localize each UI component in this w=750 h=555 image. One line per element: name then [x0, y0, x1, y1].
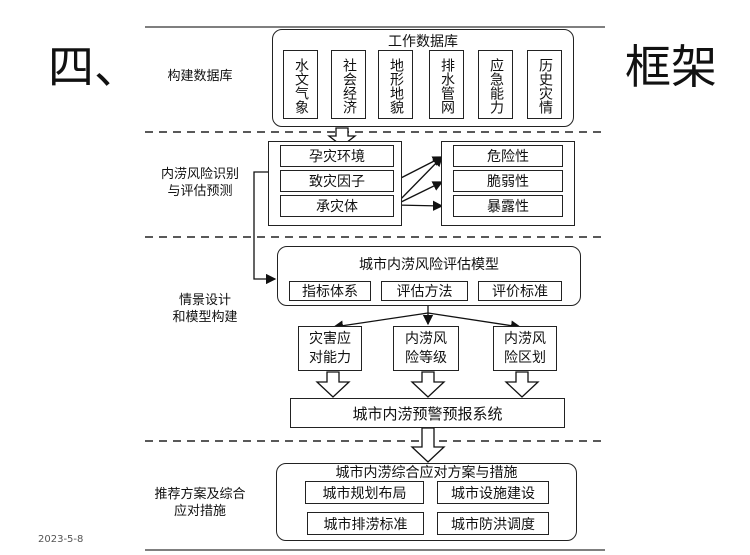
hollow-arrow-3 — [410, 371, 446, 398]
heading-right: 框架 — [625, 40, 717, 94]
slide-date: 2023-5-8 — [38, 534, 84, 545]
model-item: 评价标准 — [478, 281, 562, 301]
measure-box: 城市防洪调度 — [437, 512, 549, 535]
heading-left: 四、 — [48, 40, 140, 94]
database-item: 地形地貌 — [378, 50, 413, 119]
database-item: 排水管网 — [429, 50, 464, 119]
hollow-arrow-2 — [315, 371, 351, 398]
output-box: 内涝风 险等级 — [393, 326, 459, 371]
database-item: 水文气象 — [283, 50, 318, 119]
hollow-arrow-4 — [504, 371, 540, 398]
model-title: 城市内涝风险评估模型 — [359, 257, 499, 273]
measures-title: 城市内涝综合应对方案与措施 — [335, 465, 518, 481]
database-item: 应急能力 — [478, 50, 513, 119]
model-item: 指标体系 — [289, 281, 371, 301]
output-box: 灾害应 对能力 — [298, 326, 362, 371]
measure-box: 城市规划布局 — [305, 481, 424, 504]
factor-box: 承灾体 — [280, 195, 394, 217]
property-box: 危险性 — [453, 145, 563, 167]
database-item: 社会经济 — [331, 50, 366, 119]
measure-box: 城市设施建设 — [437, 481, 549, 504]
factor-box: 孕灾环境 — [280, 145, 394, 167]
row-label-database: 构建数据库 — [167, 69, 233, 84]
measure-box: 城市排涝标准 — [307, 512, 424, 535]
database-item: 历史灾情 — [527, 50, 562, 119]
model-item: 评估方法 — [381, 281, 468, 301]
hollow-arrow-5 — [410, 427, 446, 463]
output-box: 内涝风 险区划 — [493, 326, 557, 371]
row-label-scenario: 情景设计 和模型构建 — [172, 293, 238, 325]
property-box: 脆弱性 — [453, 170, 563, 192]
factor-box: 致灾因子 — [280, 170, 394, 192]
row-label-plan: 推荐方案及综合 应对措施 — [154, 487, 246, 519]
database-title: 工作数据库 — [388, 34, 458, 50]
database-group — [272, 29, 574, 127]
warning-system-box: 城市内涝预警预报系统 — [290, 398, 565, 428]
row-label-risk: 内涝风险识别 与评估预测 — [160, 167, 239, 199]
property-box: 暴露性 — [453, 195, 563, 217]
